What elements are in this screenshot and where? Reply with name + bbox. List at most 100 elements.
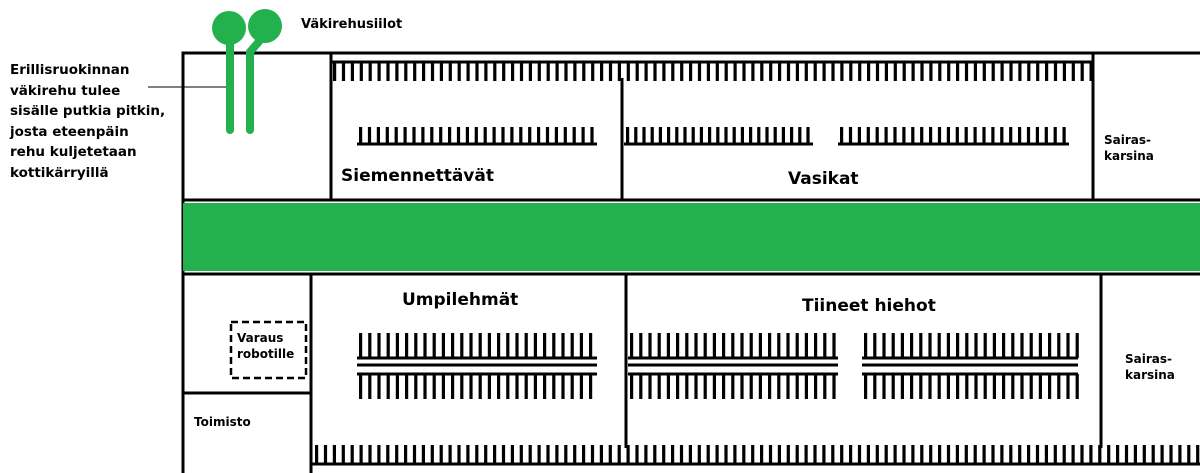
stall-divider [466, 62, 470, 81]
note-line: josta eteenpäin [10, 123, 129, 140]
stall-divider [712, 333, 716, 358]
stall-divider [478, 374, 482, 399]
stall-divider [405, 333, 409, 358]
stall-divider [992, 374, 996, 399]
stall-divider [474, 127, 478, 144]
stall-divider [487, 374, 491, 399]
stall-divider [630, 374, 634, 399]
note-line: kottikärryillä [10, 164, 109, 181]
room-label-siemennettavat: Siemennettävät [341, 166, 494, 186]
stall-divider [902, 445, 906, 464]
stall-divider [666, 333, 670, 358]
stall-divider [823, 333, 827, 358]
stall-divider [465, 127, 469, 144]
stall-divider [866, 127, 870, 144]
stall-divider [662, 62, 666, 81]
stall-divider [448, 445, 452, 464]
label-line: Varaus [237, 331, 284, 345]
stall-divider [991, 127, 995, 144]
stall-divider [1035, 127, 1039, 144]
stall-divider [724, 62, 728, 81]
stall-divider [524, 333, 528, 358]
stall-divider [1027, 62, 1031, 81]
stall-divider [946, 127, 950, 144]
stall-divider [484, 445, 488, 464]
stall-divider [679, 445, 684, 464]
stall-divider [386, 374, 390, 399]
stall-divider [394, 127, 398, 144]
stall-row-vasikat-right [838, 127, 1069, 146]
stall-divider [413, 62, 417, 81]
stall-divider [405, 374, 409, 399]
stall-row-tiineet-right-upper [862, 333, 1079, 360]
stall-divider [385, 127, 389, 144]
stall-divider [983, 374, 987, 399]
stall-divider [579, 333, 583, 358]
stall-divider [650, 127, 654, 144]
stall-divider [956, 374, 960, 399]
stall-divider [1169, 445, 1173, 464]
stall-divider [1066, 374, 1070, 399]
stall-divider [377, 62, 381, 81]
stall-divider [893, 445, 897, 464]
stall-divider [832, 374, 836, 399]
stall-divider [537, 127, 541, 144]
stall-divider [350, 62, 354, 81]
stall-divider [546, 445, 550, 464]
stall-divider [849, 445, 853, 464]
stall-divider [1036, 62, 1040, 81]
stall-divider [1178, 445, 1182, 464]
stall-divider [823, 374, 827, 399]
stall-divider [635, 62, 639, 81]
stall-divider [519, 127, 523, 144]
stall-divider [724, 445, 728, 464]
stall-divider [806, 127, 810, 144]
stall-divider [510, 127, 514, 144]
stall-row-siemennettavat [357, 127, 597, 146]
stall-divider [938, 62, 942, 81]
robot-reservation-box [229, 320, 308, 380]
stall-divider [864, 333, 868, 358]
stall-row-umpi-lower [357, 372, 597, 399]
stall-divider [867, 62, 871, 81]
stall-divider [1048, 333, 1052, 358]
stall-divider [760, 445, 764, 464]
stall-divider [412, 445, 417, 464]
stall-divider [733, 62, 737, 81]
stall-divider [639, 333, 643, 358]
stall-divider [1029, 333, 1033, 358]
stall-divider [1038, 333, 1042, 358]
stall-divider [857, 445, 862, 464]
stall-divider [765, 127, 769, 144]
stall-divider [722, 333, 726, 358]
stall-divider [758, 374, 762, 399]
stall-divider [626, 62, 630, 81]
stall-divider [1020, 333, 1024, 358]
stall-divider [973, 62, 977, 81]
stall-divider [777, 445, 781, 464]
stall-divider [506, 374, 510, 399]
stall-divider [515, 333, 519, 358]
stall-divider [404, 62, 408, 81]
stall-divider [731, 374, 735, 399]
stall-divider [982, 62, 986, 81]
stall-divider [928, 374, 932, 399]
stall-divider [694, 374, 698, 399]
stall-divider [451, 333, 455, 358]
stall-divider [973, 445, 977, 464]
stall-divider [626, 445, 630, 464]
stall-divider [386, 62, 390, 81]
stall-divider [439, 62, 443, 81]
stall-divider [599, 445, 603, 464]
stall-divider [423, 333, 427, 358]
stall-divider [974, 374, 978, 399]
stall-divider [1080, 445, 1084, 464]
stall-divider [515, 374, 519, 399]
stall-divider [848, 127, 853, 144]
stall-divider [570, 333, 574, 358]
stall-divider [377, 333, 381, 358]
stall-divider [822, 445, 826, 464]
stall-divider [964, 445, 968, 464]
label-line: Sairas- [1125, 352, 1172, 366]
stall-divider [991, 62, 995, 81]
